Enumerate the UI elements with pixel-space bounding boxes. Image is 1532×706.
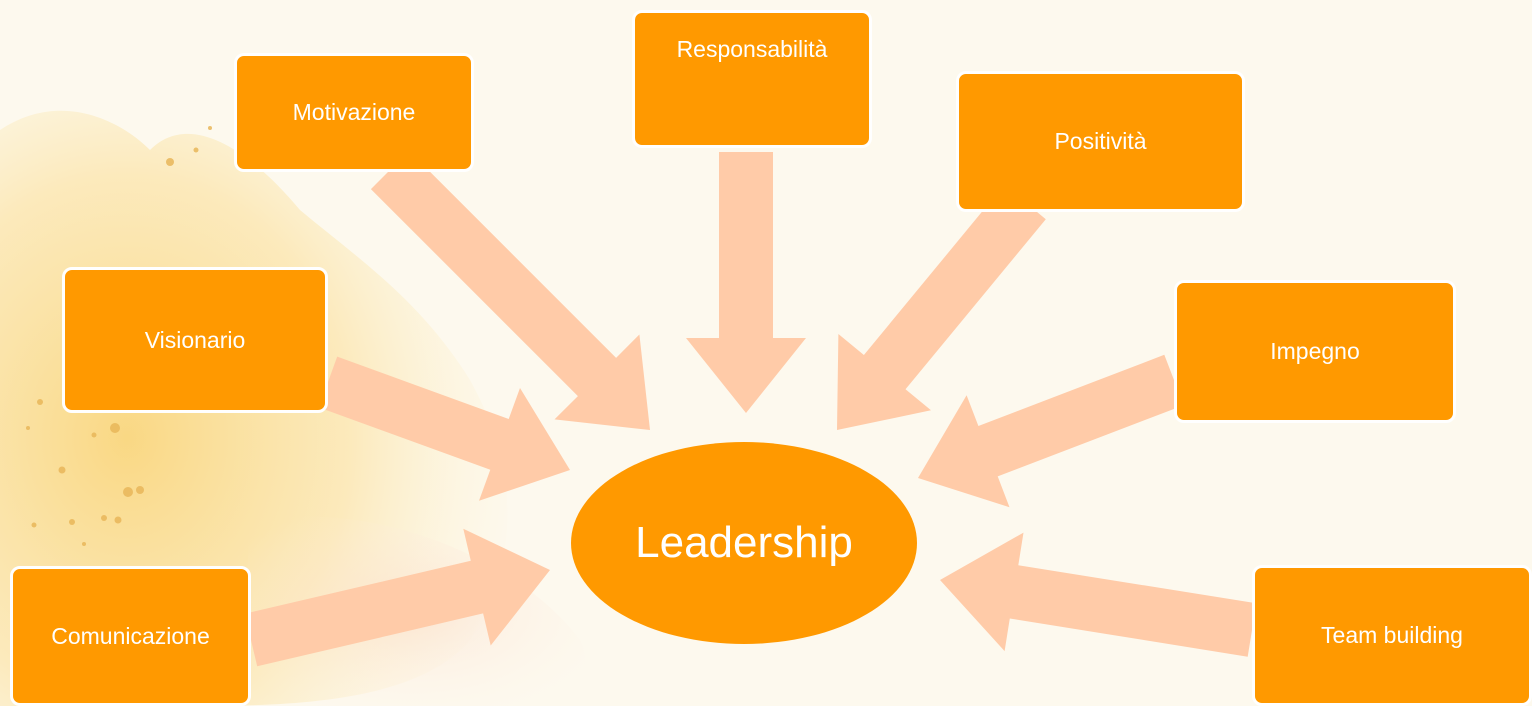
node-label: Visionario — [144, 326, 246, 353]
node-motivazione: Motivazione — [234, 53, 474, 172]
node-label: Comunicazione — [51, 622, 210, 649]
arrow-comunicazione — [244, 528, 551, 667]
arrow-positivita — [837, 184, 1046, 430]
arrow-responsabilita — [686, 152, 806, 413]
node-label: Positività — [1054, 128, 1147, 154]
node-impegno: Impegno — [1174, 280, 1456, 423]
hub-leadership: Leadership — [571, 442, 917, 644]
node-label: Impegno — [1270, 338, 1360, 364]
arrow-impegno — [918, 354, 1184, 508]
node-label: Responsabilità — [676, 35, 828, 62]
hub-label: Leadership — [635, 518, 853, 567]
node-label: Team building — [1321, 622, 1463, 648]
node-comunicazione: Comunicazione — [10, 566, 251, 706]
node-responsabilita: Responsabilità — [632, 10, 872, 148]
node-positivita: Positività — [956, 71, 1245, 212]
node-visionario: Visionario — [62, 267, 328, 413]
node-team-building: Team building — [1252, 565, 1532, 706]
node-label: Motivazione — [292, 99, 416, 125]
arrow-motivazione — [370, 150, 650, 430]
arrow-team-building — [940, 532, 1257, 657]
arrow-visionario — [318, 356, 570, 501]
